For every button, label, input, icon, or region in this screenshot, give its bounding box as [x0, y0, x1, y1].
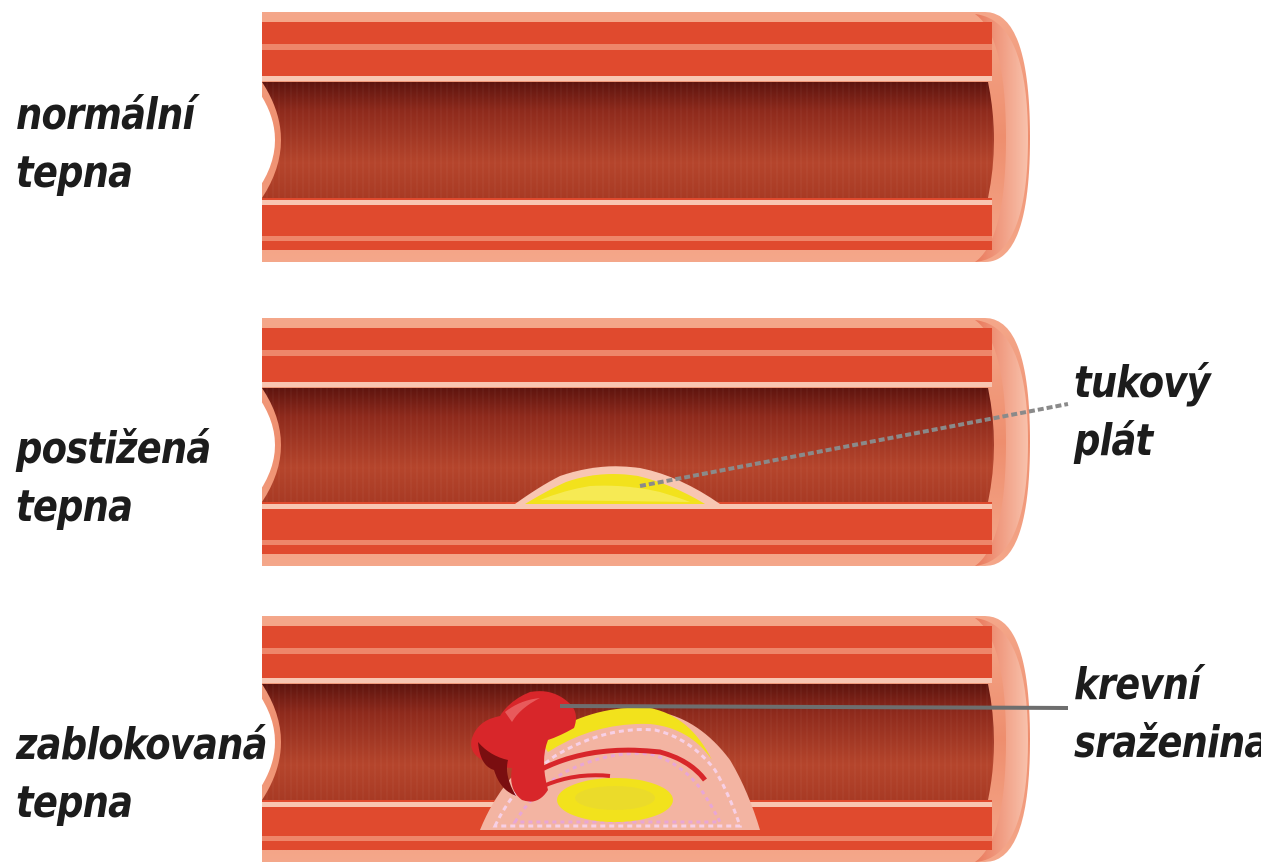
- clot-callout-line: [560, 706, 1068, 708]
- artery-wall-bottom: [262, 198, 992, 250]
- artery-wall-bottom: [262, 502, 992, 554]
- artery-blocked: [250, 616, 1068, 862]
- label-plaque-line1: tukový: [1074, 354, 1210, 412]
- label-clot-line2: sraženina: [1074, 714, 1261, 772]
- label-clot-line1: krevní: [1074, 656, 1261, 714]
- label-blocked-line2: tepna: [16, 774, 267, 832]
- label-affected-line2: tepna: [16, 478, 210, 536]
- label-blocked-line1: zablokovaná: [16, 716, 267, 774]
- label-fatty-plaque: tukový plát: [1074, 354, 1210, 470]
- label-plaque-line2: plát: [1074, 412, 1210, 470]
- artery-normal: [250, 12, 1030, 262]
- label-blood-clot: krevní sraženina: [1074, 656, 1261, 772]
- label-normal-line1: normální: [16, 86, 194, 144]
- artery-wall-top: [262, 22, 992, 80]
- artery-wall-top: [262, 328, 992, 386]
- label-affected-artery: postižená tepna: [16, 420, 210, 536]
- label-affected-line1: postižená: [16, 420, 210, 478]
- label-normal-line2: tepna: [16, 144, 194, 202]
- label-blocked-artery: zablokovaná tepna: [16, 716, 267, 832]
- artery-affected: [250, 318, 1068, 566]
- label-normal-artery: normální tepna: [16, 86, 194, 202]
